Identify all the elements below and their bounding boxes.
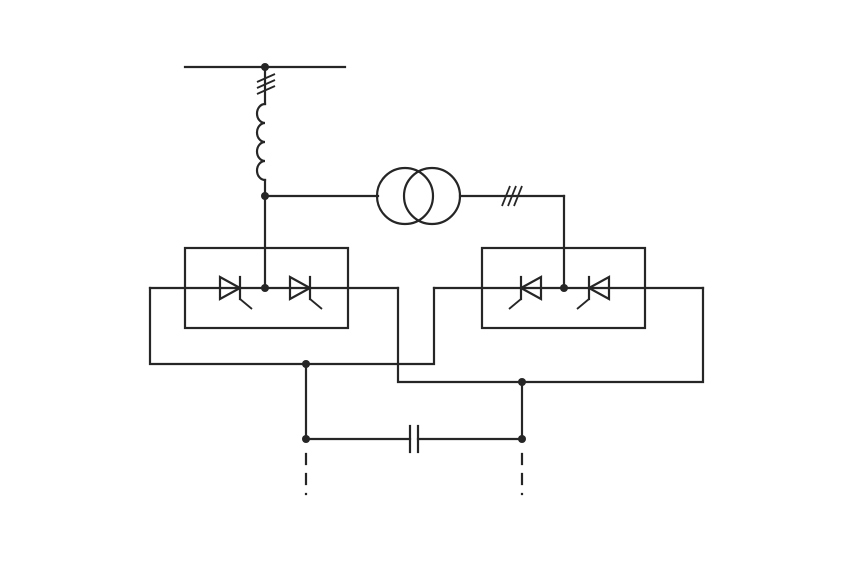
transformer: [375, 166, 462, 226]
transformer-primary-winding: [375, 166, 435, 226]
dc-capacitor: [408, 424, 420, 454]
thyristor-right-2: [576, 275, 611, 310]
three-phase-mark-secondary: [501, 185, 523, 207]
converter-left-midpoint: [261, 284, 269, 292]
dc-left-loop: [148, 286, 436, 366]
converter-right-midpoint: [560, 284, 568, 292]
series-reactor-inductor: [255, 102, 267, 182]
thyristor-right-1: [508, 275, 543, 310]
thyristor-left-1: [218, 275, 253, 310]
thyristor-left-2: [288, 275, 323, 310]
dc-right-loop: [396, 286, 705, 384]
